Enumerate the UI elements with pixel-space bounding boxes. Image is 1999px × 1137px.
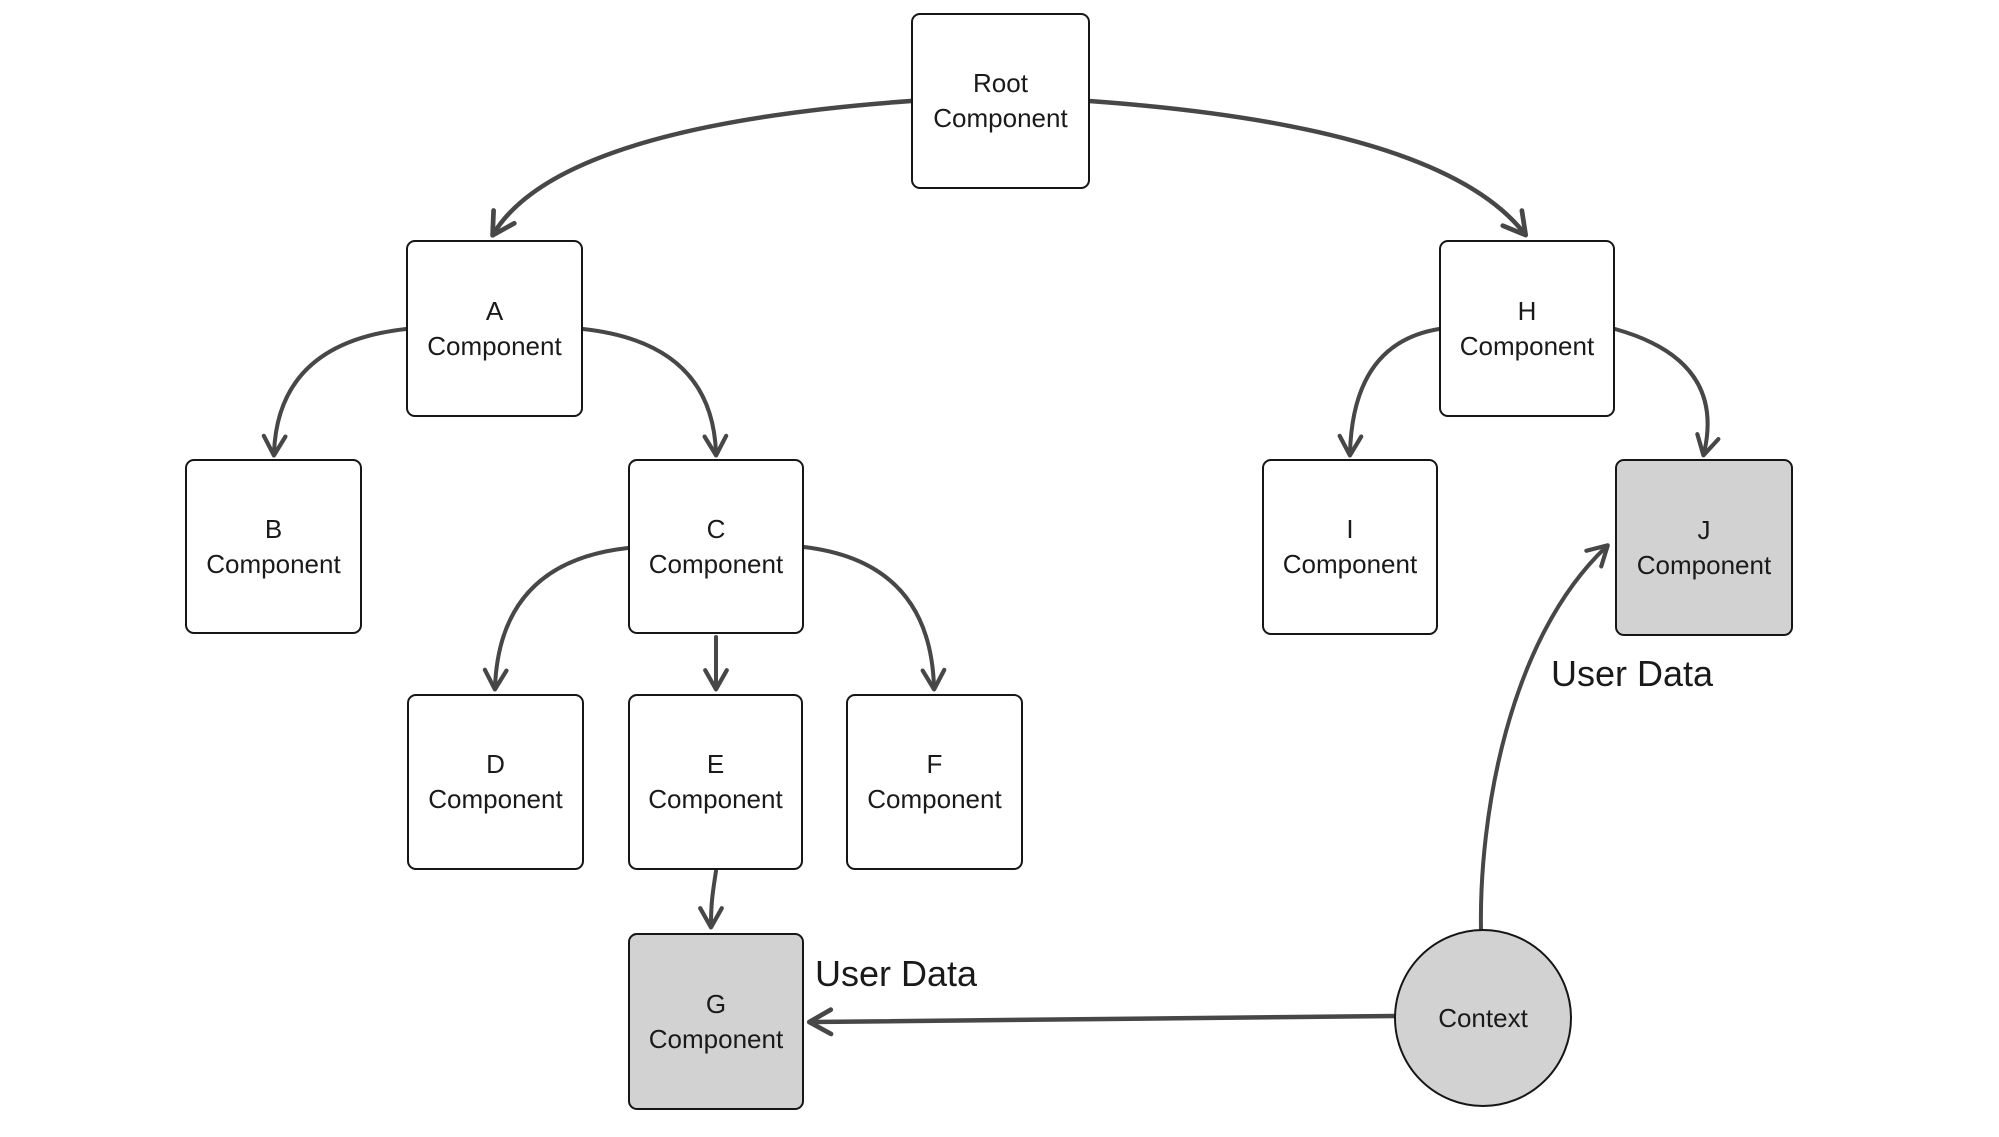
node-label: Component xyxy=(1459,330,1595,361)
user-data-label-g: User Data xyxy=(815,953,978,994)
node-i-component: I Component xyxy=(1262,459,1438,635)
node-label: F xyxy=(926,749,943,779)
node-label: Root xyxy=(973,68,1028,98)
node-label: C xyxy=(706,513,726,544)
node-label: Component xyxy=(428,784,563,814)
node-label: E xyxy=(706,749,725,779)
node-j-component: J Component xyxy=(1615,459,1793,636)
arrow-e-to-g xyxy=(698,869,724,930)
arrow-context-to-j xyxy=(1478,543,1610,932)
node-b-component: B Component xyxy=(185,459,362,634)
node-label: Component xyxy=(648,548,784,579)
node-label: H xyxy=(1517,295,1537,326)
node-label: J xyxy=(1697,514,1711,545)
arrow-root-to-h xyxy=(1086,98,1529,238)
node-label: Context xyxy=(1438,1002,1528,1033)
node-c-component: C Component xyxy=(628,459,804,634)
arrow-context-to-g xyxy=(806,1007,1397,1037)
node-g-component: G Component xyxy=(628,933,804,1110)
node-a-component: A Component xyxy=(406,240,583,417)
node-label: Component xyxy=(648,1023,784,1054)
arrow-c-to-d xyxy=(482,546,630,692)
node-label: B xyxy=(264,513,283,544)
node-f-component: F Component xyxy=(846,694,1023,870)
arrow-h-to-i xyxy=(1337,327,1441,458)
arrow-h-to-j xyxy=(1613,327,1721,458)
node-context: Context xyxy=(1394,929,1572,1107)
node-label: Component xyxy=(1282,549,1418,579)
node-label: Component xyxy=(867,784,1002,814)
node-label: G xyxy=(705,988,727,1019)
node-label: Component xyxy=(427,330,562,361)
node-label: Component xyxy=(206,548,341,579)
arrow-c-to-f xyxy=(802,545,947,692)
node-label: Component xyxy=(648,784,783,814)
node-label: I xyxy=(1346,514,1354,544)
arrow-a-to-c xyxy=(581,327,729,458)
arrow-root-to-a xyxy=(490,98,914,238)
node-d-component: D Component xyxy=(407,694,584,870)
node-e-component: E Component xyxy=(628,694,803,870)
node-label: D xyxy=(486,749,505,779)
node-root-component: Root Component xyxy=(911,13,1090,189)
user-data-label-j: User Data xyxy=(1551,653,1714,694)
node-label: A xyxy=(485,295,504,326)
node-label: Component xyxy=(1636,549,1772,580)
arrow-a-to-b xyxy=(261,327,408,458)
node-h-component: H Component xyxy=(1439,240,1615,417)
node-label: Component xyxy=(933,103,1068,133)
